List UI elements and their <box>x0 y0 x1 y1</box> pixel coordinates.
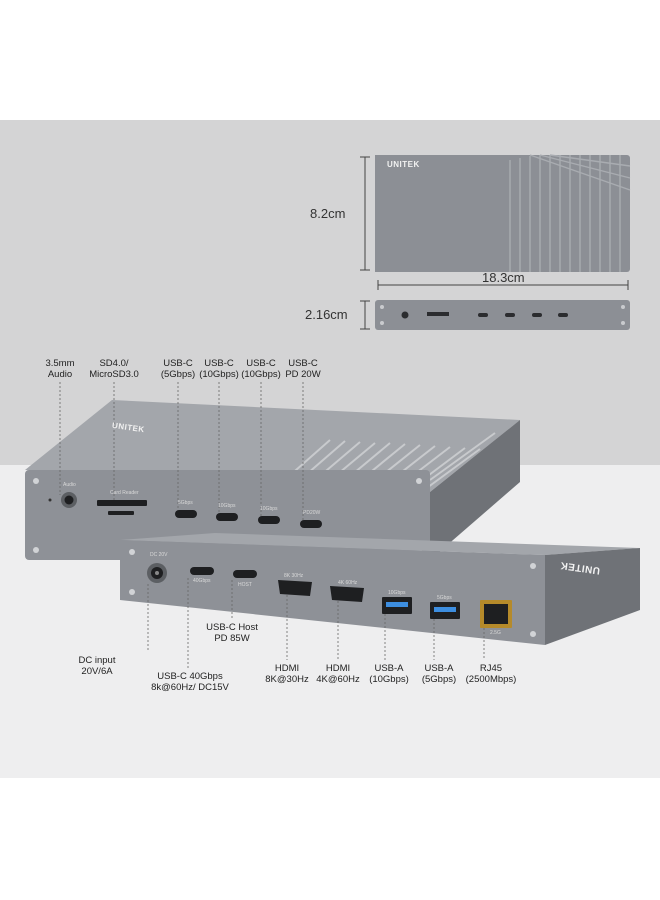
print-usba-10g: 10Gbps <box>388 590 406 596</box>
print-10gbps-2: 10Gbps <box>260 506 278 512</box>
side-view-device <box>375 300 630 330</box>
height-dimension-label: 8.2cm <box>310 206 346 221</box>
depth-dimension-line <box>360 300 370 330</box>
label-usbc-10g-1: USB-C(10Gbps) <box>199 358 239 380</box>
rear-callout-lines <box>147 578 485 668</box>
label-usbc-10g-2: USB-C(10Gbps) <box>241 358 281 380</box>
height-dimension-line <box>360 156 370 271</box>
bottom-background <box>0 778 660 900</box>
print-dc: DC 20V <box>150 552 168 558</box>
print-card-reader: Card Reader <box>110 490 139 496</box>
label-usba-10g: USB-A(10Gbps) <box>369 663 409 685</box>
front-callout-lines <box>59 382 304 520</box>
print-5gbps: 5Gbps <box>178 500 193 506</box>
print-rj45: 2.5G <box>490 630 501 636</box>
top-background <box>0 0 660 120</box>
top-view-brand: UNITEK <box>387 160 420 169</box>
print-10gbps-1: 10Gbps <box>218 503 236 509</box>
print-pd20w: PD20W <box>303 510 321 516</box>
label-usba-5g: USB-A(5Gbps) <box>421 663 457 685</box>
print-host: HOST <box>238 582 252 588</box>
label-usbc-5g: USB-C(5Gbps) <box>160 358 196 380</box>
width-dimension-label: 18.3cm <box>482 270 525 285</box>
width-dimension-line <box>377 280 629 290</box>
label-sd-card: SD4.0/MicroSD3.0 <box>89 358 139 380</box>
rear-dock <box>120 533 640 645</box>
print-usba-5g: 5Gbps <box>437 595 452 601</box>
print-audio: Audio <box>63 482 76 488</box>
print-40gbps: 40Gbps <box>193 578 211 584</box>
print-4k: 4K 60Hz <box>338 580 358 586</box>
depth-dimension-label: 2.16cm <box>305 307 348 322</box>
print-8k: 8K 30Hz <box>284 573 304 579</box>
top-view-device <box>375 154 631 272</box>
label-rj45: RJ45(2500Mbps) <box>465 663 517 685</box>
